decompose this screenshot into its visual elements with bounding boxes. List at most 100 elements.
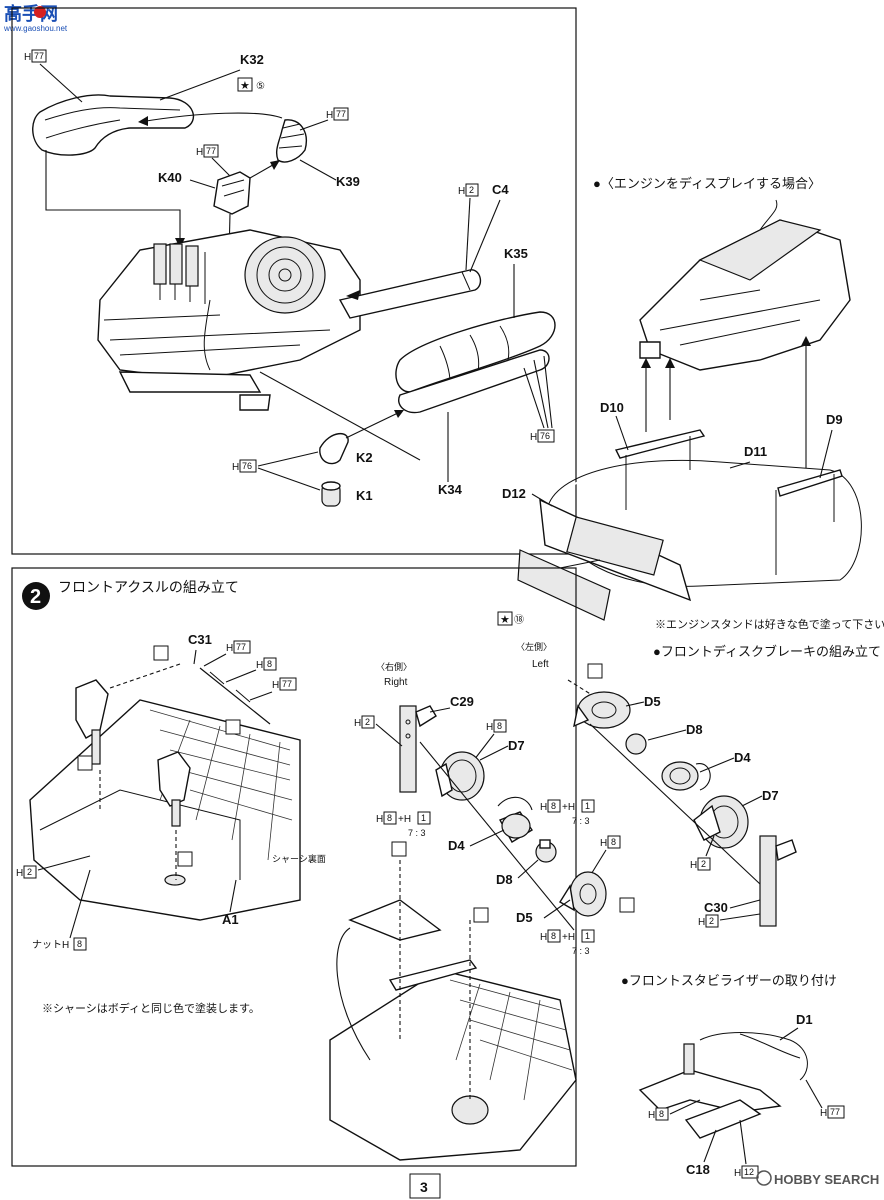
step2-number-badge xyxy=(22,582,50,610)
paint-icon-3 xyxy=(77,755,93,771)
displayed-engine xyxy=(639,199,851,371)
label-d12: D12 xyxy=(502,486,526,501)
label-r-h8b: H xyxy=(600,838,607,849)
stabilizer-heading: ●フロントスタビライザーの取り付け xyxy=(621,973,837,988)
part-k35-silencer xyxy=(395,311,556,414)
label-mix2: H xyxy=(540,802,547,813)
label-l-h2b: H xyxy=(698,917,705,928)
left-side-en: Left xyxy=(532,659,549,670)
label-nut: ナットH xyxy=(32,939,69,951)
stabilizer-assembly xyxy=(638,1032,808,1139)
label-s-h8-num: 8 xyxy=(659,1109,664,1119)
label-h77: H xyxy=(226,643,233,654)
label-k39: K39 xyxy=(336,174,360,189)
knuckle-center xyxy=(157,751,191,827)
arrow-k39-to-k32 xyxy=(139,112,283,123)
label-h77-b: H xyxy=(326,110,333,121)
label-l-d4: D4 xyxy=(734,750,751,765)
label-h77-b: H xyxy=(272,680,279,691)
label-h77-b-num: 77 xyxy=(282,679,292,689)
chassis-a1 xyxy=(29,699,301,921)
label-mix2-a: 8 xyxy=(551,801,556,811)
part-k39-hose xyxy=(275,119,307,163)
label-ratio3: 7 : 3 xyxy=(572,946,590,956)
paint-icon-6 xyxy=(391,841,407,857)
label-mix1-b: 1 xyxy=(421,813,426,823)
label-mix3-plus: +H xyxy=(562,932,575,943)
left-disc-d5 xyxy=(573,691,631,729)
label-c18: C18 xyxy=(686,1162,710,1177)
label-mix3-a: 8 xyxy=(551,931,556,941)
part-k40 xyxy=(213,171,251,215)
paint-icon-8 xyxy=(587,663,603,679)
label-h77-c: H xyxy=(196,147,203,158)
label-s-h12: H xyxy=(734,1168,741,1179)
part-k2 xyxy=(319,433,349,465)
label-l-d5: D5 xyxy=(644,694,661,709)
left-hub-d4 xyxy=(661,761,699,791)
chassis-paint-note: ※シャーシはボディと同じ色で塗装します。 xyxy=(42,1001,260,1015)
label-r-h8-num: 8 xyxy=(497,721,502,731)
label-s-h77: H xyxy=(820,1108,827,1119)
right-side-jp: 〈右側〉 xyxy=(376,661,412,672)
label-l-h2b-num: 2 xyxy=(709,916,714,926)
engine-stand-note: ※エンジンスタンドは好きな色で塗って下さい。 xyxy=(655,617,884,631)
svg-text:★: ★ xyxy=(500,614,510,626)
part-k1 xyxy=(321,481,341,507)
label-mix1-plus: +H xyxy=(398,814,411,825)
star-paint-icon xyxy=(237,77,253,92)
label-r-d5: D5 xyxy=(516,910,533,925)
label-h2: H xyxy=(16,868,23,879)
page-number-box xyxy=(409,1173,441,1199)
label-h77-b-num: 77 xyxy=(336,109,346,119)
label-c4: C4 xyxy=(492,182,509,197)
label-mix2-plus: +H xyxy=(562,802,575,813)
label-r-h2-num: 2 xyxy=(365,717,370,727)
label-h77-c-num: 77 xyxy=(206,146,216,156)
label-r-d8: D8 xyxy=(496,872,513,887)
label-s-h8: H xyxy=(648,1110,655,1121)
label-k34: K34 xyxy=(438,482,463,497)
disc-brake-heading: ●フロントディスクブレーキの組み立て xyxy=(653,644,881,659)
label-d9: D9 xyxy=(826,412,843,427)
watermark-text: HOBBY SEARCH xyxy=(774,1172,879,1187)
right-caliper-d7 xyxy=(435,751,485,801)
label-k32: K32 xyxy=(240,52,264,67)
label-h77-num: 77 xyxy=(236,642,246,652)
label-h77-a-num: 77 xyxy=(34,51,44,61)
left-strut-c30 xyxy=(759,835,797,927)
label-k1: K1 xyxy=(356,488,373,503)
paint-icon-4 xyxy=(177,851,193,867)
label-c30: C30 xyxy=(704,900,728,915)
part-k32-intake xyxy=(32,94,195,156)
right-disc-d5 xyxy=(559,871,607,917)
label-d11: D11 xyxy=(744,444,767,459)
label-h8-num: 8 xyxy=(267,659,272,669)
logo-subtext: www.gaoshou.net xyxy=(3,24,68,33)
label-l-d8: D8 xyxy=(686,722,703,737)
label-mix3-b: 1 xyxy=(585,931,590,941)
part-c4 xyxy=(338,269,482,319)
label-c31: C31 xyxy=(188,632,212,647)
top-panel-frame xyxy=(11,7,577,555)
label-h2-num: 2 xyxy=(27,867,32,877)
knuckle-left xyxy=(75,679,109,765)
label-ratio1: 7 : 3 xyxy=(408,828,426,838)
label-l-d7: D7 xyxy=(762,788,779,803)
label-k2: K2 xyxy=(356,450,373,465)
label-d1: D1 xyxy=(796,1012,813,1027)
right-hub-d4 xyxy=(499,811,533,843)
label-l-h2a-num: 2 xyxy=(701,859,706,869)
right-side-en: Right xyxy=(384,677,408,688)
label-h2: H xyxy=(458,186,465,197)
label-c29: C29 xyxy=(450,694,474,709)
label-r-d7: D7 xyxy=(508,738,525,753)
label-a1: A1 xyxy=(222,912,239,927)
paint-icon-2 xyxy=(225,719,241,735)
label-r-h8: H xyxy=(486,722,493,733)
label-s-h77-num: 77 xyxy=(830,1107,840,1117)
paint-icon-5 xyxy=(619,897,635,913)
svg-text:★: ★ xyxy=(240,80,250,92)
